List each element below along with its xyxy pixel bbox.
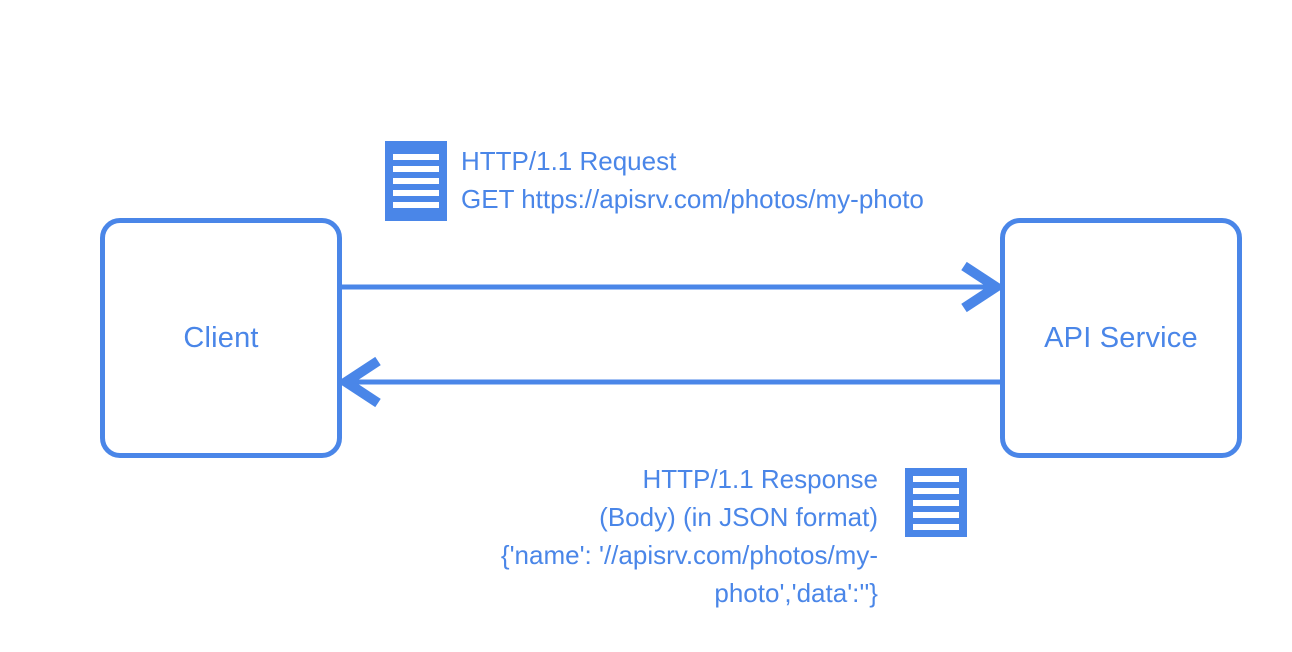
document-line [393, 166, 439, 172]
node-client-label: Client [183, 321, 259, 354]
request-label: HTTP/1.1 Request GET https://apisrv.com/… [461, 146, 924, 214]
document-line [393, 154, 439, 160]
document-line [393, 190, 439, 196]
arrow-request-right [342, 261, 1006, 313]
request-document-icon [385, 141, 447, 221]
document-line [393, 178, 439, 184]
node-api-service-label: API Service [1044, 321, 1198, 354]
node-client[interactable]: Client [100, 218, 342, 458]
document-line [913, 475, 959, 482]
document-line [913, 499, 959, 506]
document-line [393, 202, 439, 208]
document-line [913, 511, 959, 518]
response-label: HTTP/1.1 Response (Body) (in JSON format… [500, 464, 878, 608]
arrow-response-left [336, 356, 1000, 408]
document-line [913, 523, 959, 530]
document-line [913, 487, 959, 494]
node-api-service[interactable]: API Service [1000, 218, 1242, 458]
response-document-icon [905, 468, 967, 537]
